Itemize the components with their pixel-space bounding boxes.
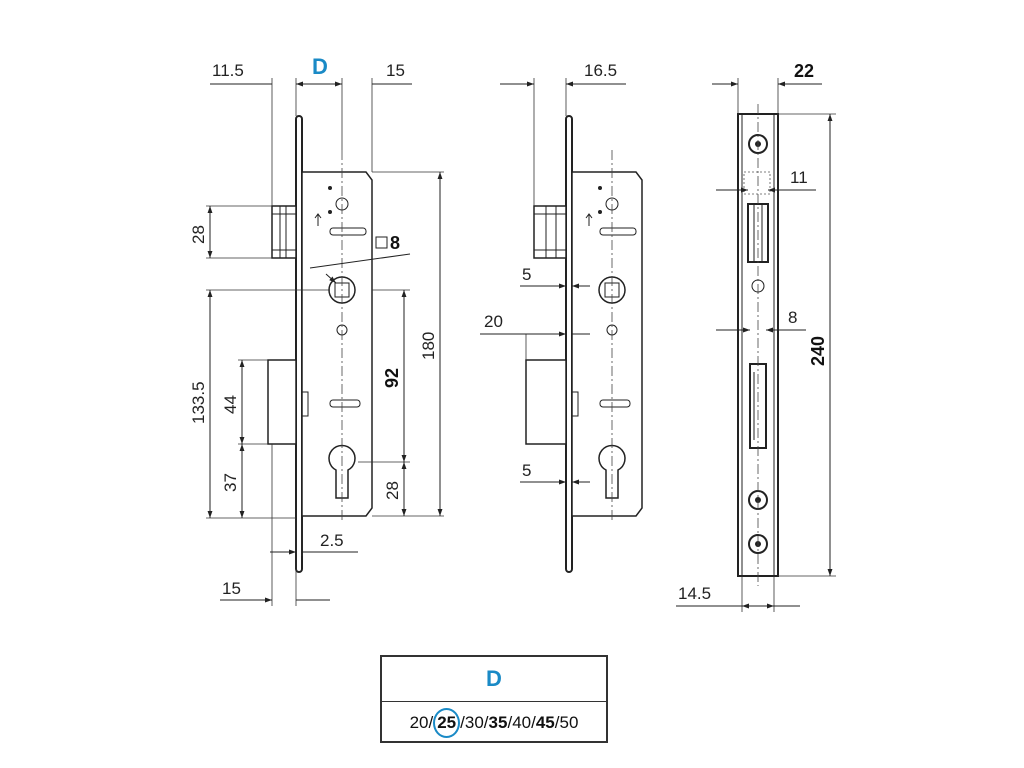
dim-side-top: 16.5 xyxy=(584,61,617,80)
front-slot xyxy=(329,227,367,236)
backset-separator: / xyxy=(483,713,489,732)
side-view: 16.5 5 20 5 xyxy=(480,61,643,573)
front-cylinder-cutout xyxy=(328,444,356,499)
dim-side-bolt-throw: 20 xyxy=(484,312,503,331)
dim-side-upper-offset: 5 xyxy=(522,265,531,284)
dim-faceplate-width: 22 xyxy=(794,61,814,81)
square-symbol xyxy=(375,236,388,249)
front-slot-lower xyxy=(329,399,361,408)
backset-table-header: D xyxy=(382,657,606,702)
backset-option-30: 30 xyxy=(464,713,484,732)
dim-faceplate-length: 240 xyxy=(808,336,828,366)
side-lock-case xyxy=(571,171,643,517)
front-deadbolt xyxy=(267,359,297,445)
backset-option-35: 35 xyxy=(488,713,508,732)
backset-option-20: 20 xyxy=(409,713,429,732)
dim-faceplate-bottom: 14.5 xyxy=(678,584,711,603)
front-lock-case xyxy=(301,171,373,517)
dim-top-right: 15 xyxy=(386,61,405,80)
side-latch xyxy=(533,205,567,259)
faceplate-view: 22 11 8 240 14.5 xyxy=(676,61,836,612)
backset-table: D 20/25/30/35/40/45/50 xyxy=(380,655,608,743)
backset-table-title: D xyxy=(486,666,502,691)
dim-deadbolt-from-bottom: 37 xyxy=(221,473,240,492)
front-faceplate xyxy=(295,115,303,573)
dim-backset-label: D xyxy=(312,54,328,79)
backset-separator: / xyxy=(460,713,465,732)
backset-options-row: 20/25/30/35/40/45/50 xyxy=(382,702,606,744)
side-cylinder-cutout xyxy=(598,444,626,499)
dim-spindle-to-cylinder: 92 xyxy=(382,368,402,388)
backset-separator: / xyxy=(507,713,513,732)
front-latch xyxy=(271,205,297,259)
dim-case-height: 180 xyxy=(419,332,438,360)
dim-bottom-left: 15 xyxy=(222,579,241,598)
dim-spindle-from-bottom: 133.5 xyxy=(189,381,208,424)
dim-cylinder-from-bottom: 28 xyxy=(383,481,402,500)
backset-option-25: 25 xyxy=(433,708,461,738)
backset-option-45: 45 xyxy=(535,713,555,732)
side-faceplate xyxy=(565,115,573,573)
backset-option-50: 50 xyxy=(559,713,579,732)
dim-spindle-square: 8 xyxy=(390,233,400,253)
dim-faceplate-thickness: 2.5 xyxy=(320,531,344,550)
backset-separator: / xyxy=(531,713,536,732)
side-deadbolt xyxy=(525,359,567,445)
backset-separator: / xyxy=(428,713,434,732)
backset-option-40: 40 xyxy=(512,713,532,732)
dim-deadbolt: 44 xyxy=(221,395,240,414)
backset-separator: / xyxy=(554,713,560,732)
dim-side-lower-offset: 5 xyxy=(522,461,531,480)
dim-faceplate-slot-upper: 11 xyxy=(790,168,808,187)
front-view: 11.5 D 15 28 133.5 44 37 92 28 180 8 xyxy=(189,54,444,606)
dim-faceplate-slot-lower: 8 xyxy=(788,308,797,327)
dim-latch-height: 28 xyxy=(189,225,208,244)
dim-top-left: 11.5 xyxy=(212,61,244,80)
